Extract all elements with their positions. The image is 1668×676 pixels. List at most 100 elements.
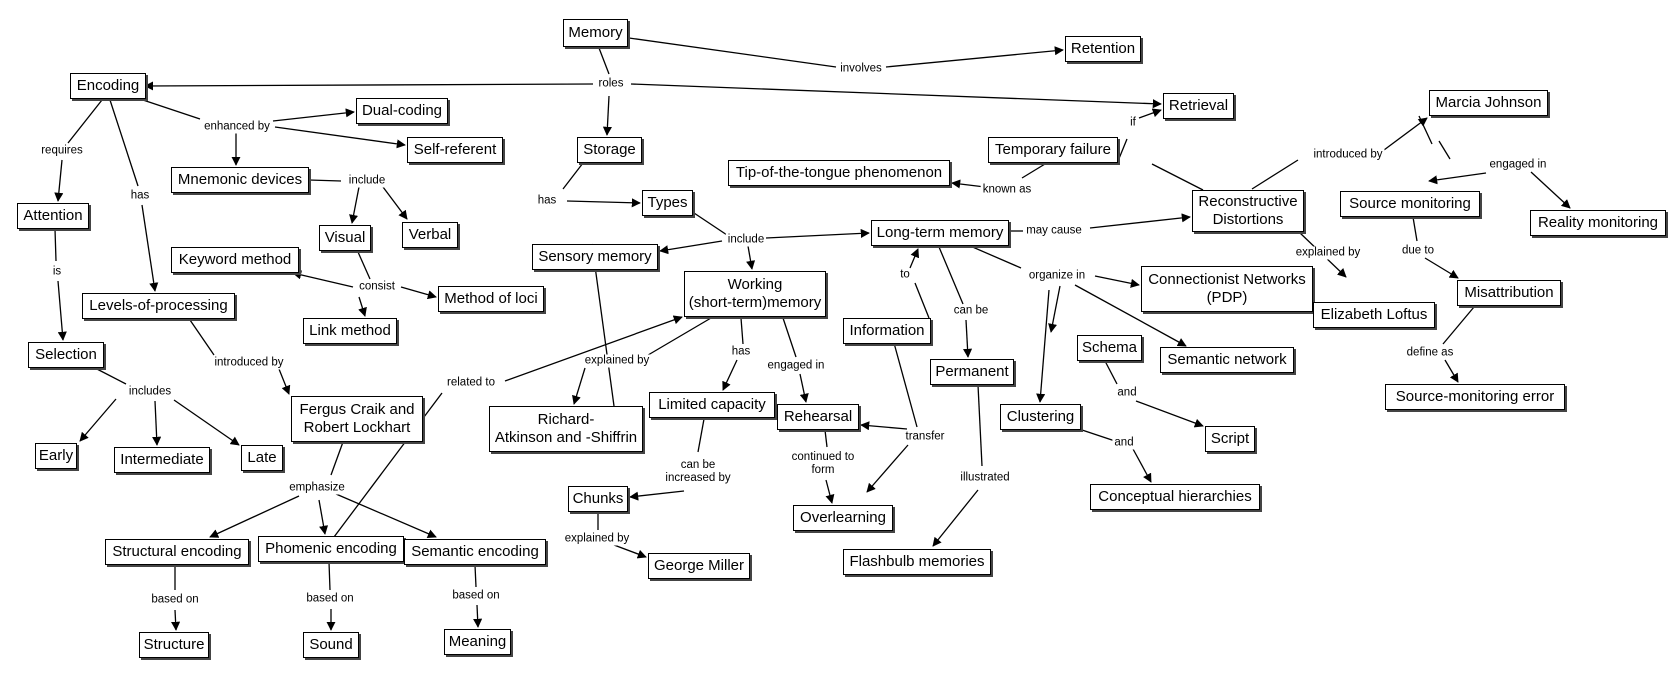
concept-levels-of-processing[interactable]: Levels-of-processing (82, 293, 235, 319)
connector-arrow (572, 367, 586, 405)
link-and-schema: and (1115, 386, 1139, 400)
connector-line (328, 561, 331, 591)
concept-self-referent[interactable]: Self-referent (407, 137, 503, 163)
concept-sound[interactable]: Sound (303, 632, 359, 658)
concept-connectionist-networks[interactable]: Connectionist Networks (PDP) (1141, 266, 1313, 312)
concept-script[interactable]: Script (1205, 426, 1255, 452)
connector-arrow (765, 228, 870, 239)
connector-arrow (79, 398, 117, 442)
connector-arrow (1135, 400, 1204, 428)
connector-line (960, 241, 1022, 269)
link-can-be: can be (951, 304, 991, 318)
concept-tip-of-tongue[interactable]: Tip-of-the-tongue phenomenon (728, 160, 950, 186)
link-based-on-structure: based on (149, 593, 201, 607)
concept-rehearsal[interactable]: Rehearsal (777, 404, 859, 430)
concept-richard-atkinson[interactable]: Richard- Atkinson and -Shiffrin (489, 406, 643, 452)
connector-arrow (473, 604, 483, 628)
connector-line (642, 317, 712, 359)
concept-conceptual-hierarchies[interactable]: Conceptual hierarchies (1090, 484, 1260, 510)
link-include-mnemonic: include (346, 174, 388, 188)
concept-misattribution[interactable]: Misattribution (1457, 280, 1561, 306)
connector-arrow (1132, 448, 1152, 483)
concept-permanent[interactable]: Permanent (930, 359, 1014, 385)
link-to: to (898, 268, 912, 282)
connector-arrow (1036, 289, 1050, 403)
connector-arrow (602, 95, 612, 136)
concept-early[interactable]: Early (35, 443, 77, 469)
connector-line (1438, 140, 1451, 160)
concept-sensory-memory[interactable]: Sensory memory (532, 244, 658, 270)
connector-arrow (1428, 172, 1487, 185)
concept-attention[interactable]: Attention (17, 203, 89, 229)
concept-visual[interactable]: Visual (319, 225, 371, 251)
concept-mnemonic-devices[interactable]: Mnemonic devices (171, 167, 309, 193)
concept-marcia-johnson[interactable]: Marcia Johnson (1429, 90, 1548, 116)
connector-arrow (860, 421, 908, 431)
concept-source-monitoring-error[interactable]: Source-monitoring error (1385, 384, 1565, 410)
connector-line (330, 441, 344, 476)
concept-intermediate[interactable]: Intermediate (114, 447, 210, 473)
connector-line (67, 99, 103, 144)
connector-arrow (400, 286, 437, 300)
connector-arrow (866, 444, 909, 493)
connector-line (740, 317, 744, 345)
concept-storage[interactable]: Storage (577, 137, 642, 163)
connector-arrow (963, 319, 973, 358)
connector-arrow (909, 248, 920, 269)
concept-types[interactable]: Types (642, 190, 693, 216)
concept-selection[interactable]: Selection (28, 342, 104, 368)
concept-phonemic-encoding[interactable]: Phomenic encoding (258, 536, 404, 562)
concept-information[interactable]: Information (843, 318, 931, 344)
concept-chunks[interactable]: Chunks (568, 486, 628, 512)
concept-temporary-failure[interactable]: Temporary failure (988, 137, 1118, 163)
concept-late[interactable]: Late (241, 445, 283, 471)
link-based-on-meaning: based on (450, 589, 502, 603)
concept-structure[interactable]: Structure (139, 632, 209, 658)
connector-arrow (349, 186, 360, 224)
connector-line (1104, 360, 1118, 385)
concept-elizabeth-loftus[interactable]: Elizabeth Loftus (1313, 302, 1435, 328)
concept-semantic-encoding[interactable]: Semantic encoding (404, 539, 546, 565)
connector-line (591, 243, 615, 407)
concept-keyword-method[interactable]: Keyword method (171, 247, 299, 273)
connector-arrow (54, 159, 64, 202)
connector-arrow (318, 499, 329, 535)
concept-memory[interactable]: Memory (563, 19, 628, 47)
connector-arrow (1094, 275, 1140, 288)
concept-dual-coding[interactable]: Dual-coding (356, 98, 448, 124)
concept-retrieval[interactable]: Retrieval (1163, 93, 1234, 119)
concept-method-of-loci[interactable]: Method of loci (438, 286, 544, 312)
concept-long-term-memory[interactable]: Long-term memory (871, 220, 1009, 246)
concept-working-memory[interactable]: Working (short-term)memory (684, 271, 826, 317)
concept-limited-capacity[interactable]: Limited capacity (649, 392, 775, 418)
concept-source-monitoring[interactable]: Source monitoring (1340, 191, 1480, 217)
concept-george-miller[interactable]: George Miller (648, 553, 750, 579)
link-based-on-sound: based on (304, 592, 356, 606)
concept-verbal[interactable]: Verbal (402, 222, 458, 248)
concept-flashbulb-memories[interactable]: Flashbulb memories (843, 549, 991, 575)
connector-line (1251, 159, 1299, 190)
concept-clustering[interactable]: Clustering (1000, 404, 1081, 430)
connector-arrow (1074, 284, 1187, 347)
concept-link-method[interactable]: Link method (303, 318, 397, 344)
concept-schema[interactable]: Schema (1077, 335, 1142, 361)
connector-arrow (659, 240, 723, 255)
connector-line (54, 228, 57, 262)
connector-arrow (335, 493, 437, 538)
concept-retention[interactable]: Retention (1065, 36, 1141, 62)
connector-line (94, 367, 127, 385)
concept-structural-encoding[interactable]: Structural encoding (105, 539, 249, 565)
concept-semantic-network[interactable]: Semantic network (1160, 347, 1294, 373)
concept-overlearning[interactable]: Overlearning (793, 505, 893, 531)
connector-arrow (1530, 171, 1571, 209)
connector-line (142, 99, 201, 120)
connector-arrow (629, 490, 685, 501)
concept-encoding[interactable]: Encoding (70, 73, 146, 99)
concept-reconstructive-distortions[interactable]: Reconstructive Distortions (1192, 190, 1304, 232)
connector-arrow (630, 83, 1162, 109)
concept-fergus-craik[interactable]: Fergus Craik and Robert Lockhart (291, 396, 423, 442)
concept-reality-monitoring[interactable]: Reality monitoring (1530, 210, 1666, 236)
link-define-as: define as (1404, 346, 1456, 360)
connector-arrow (358, 296, 367, 317)
concept-meaning[interactable]: Meaning (444, 629, 511, 655)
